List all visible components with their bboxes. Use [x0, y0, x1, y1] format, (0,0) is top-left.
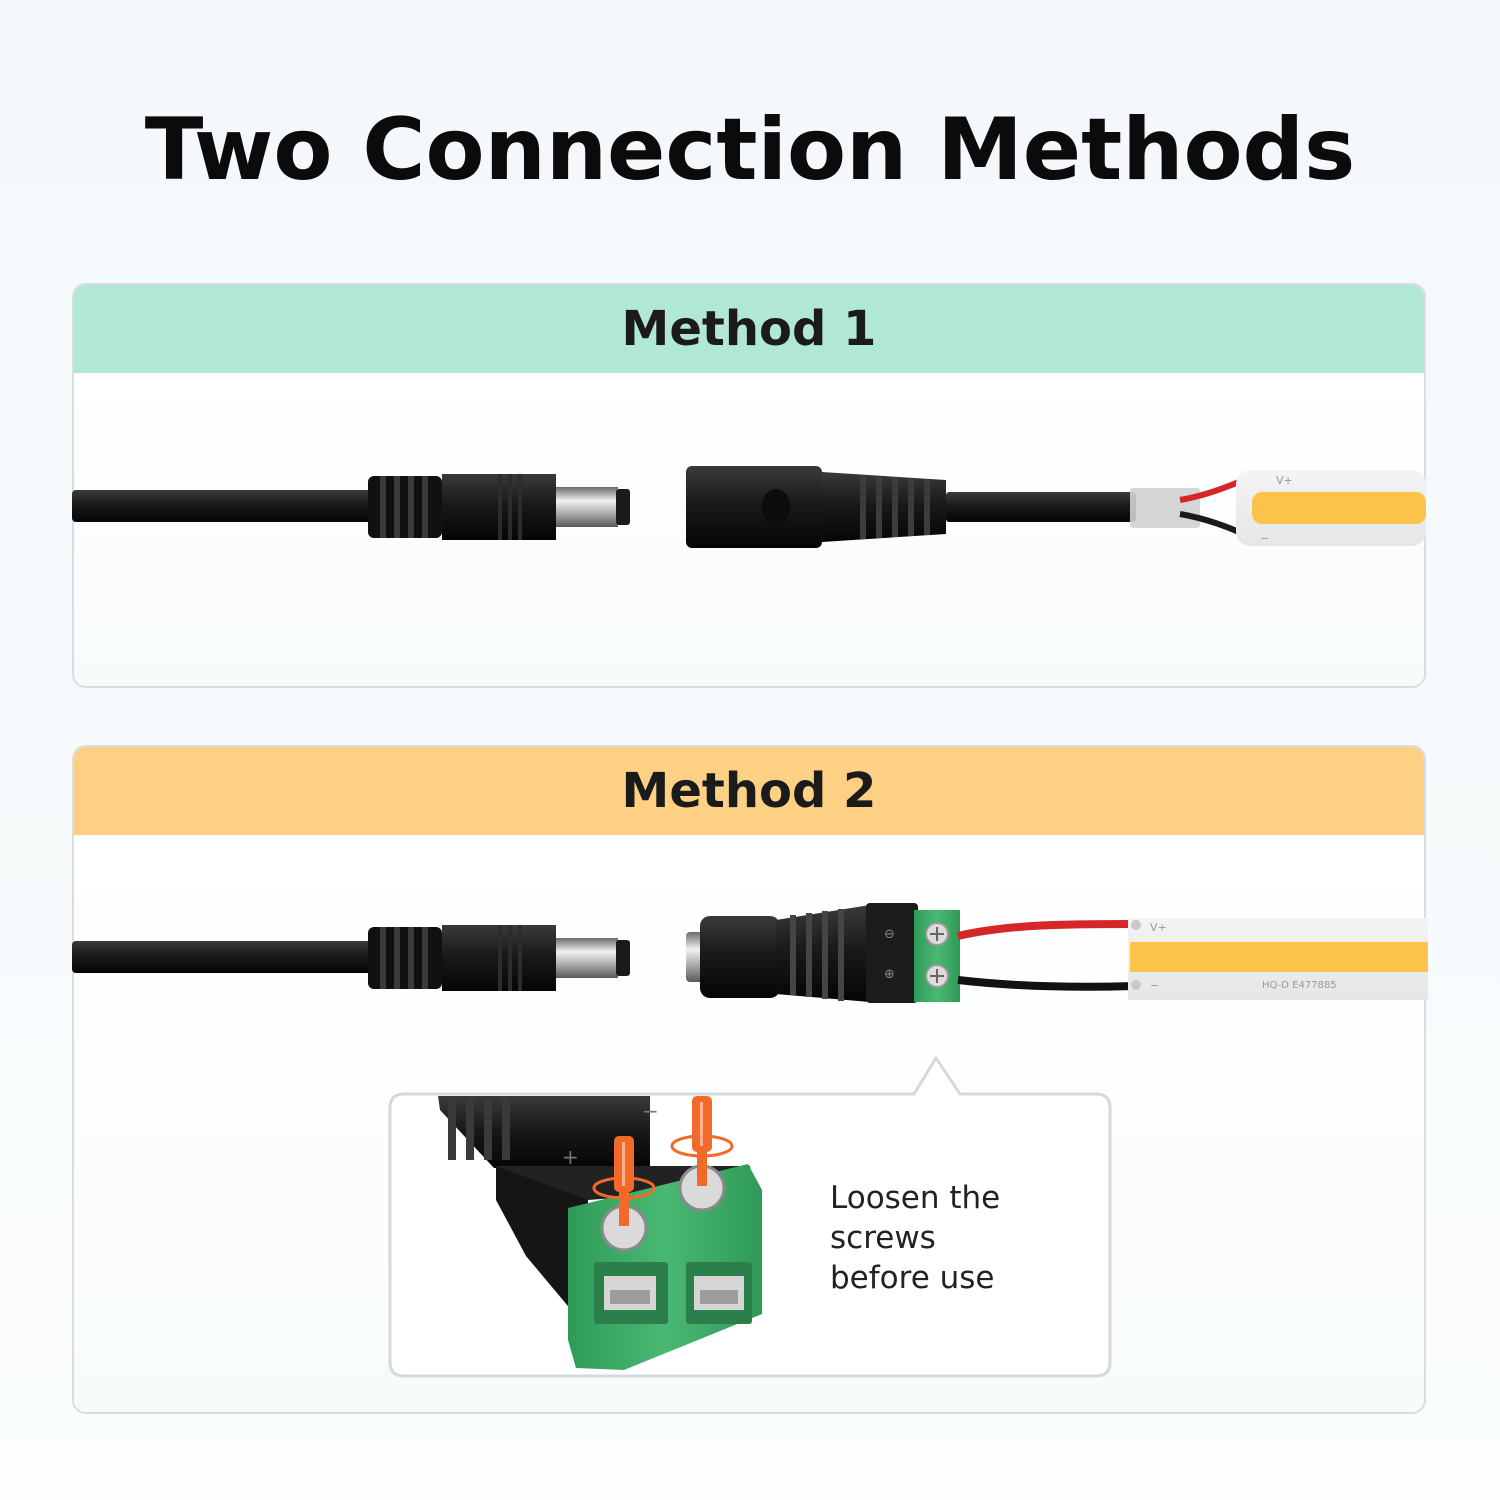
- method-1-strip-positive-label: V+: [1276, 474, 1293, 487]
- cob-led-strip-icon: V+ − HQ-D E477885: [1128, 918, 1428, 1000]
- method-1-diagram: V+ −: [72, 466, 1426, 548]
- terminal-positive-symbol: +: [562, 1145, 579, 1169]
- method-2-strip-negative-label: −: [1150, 979, 1159, 992]
- black-wire: [957, 976, 1135, 991]
- method-1-strip-negative-label: −: [1260, 532, 1269, 545]
- method-2-diagram: ⊖ ⊕ V+ − HQ-D E477885: [72, 903, 1428, 1378]
- dc-male-plug-icon: [72, 925, 630, 991]
- dc-male-plug-icon: [72, 474, 630, 540]
- callout-line-2: screws: [830, 1220, 936, 1256]
- callout-instruction: Loosen the screws before use: [830, 1178, 1070, 1298]
- terminal-block-adapter-icon: ⊖ ⊕: [686, 903, 960, 1003]
- method-1-header: Method 1: [74, 285, 1424, 373]
- screwdriver-icon: [670, 1096, 734, 1186]
- terminal-negative-symbol: −: [642, 1099, 659, 1123]
- callout-line-1: Loosen the: [830, 1180, 1001, 1216]
- svg-text:⊖: ⊖: [884, 927, 895, 942]
- svg-text:⊕: ⊕: [884, 967, 895, 982]
- page-title: Two Connection Methods: [144, 100, 1356, 200]
- red-wire: [957, 920, 1135, 940]
- method-2-header: Method 2: [74, 747, 1424, 835]
- dc-female-jack-icon: [686, 466, 1136, 548]
- callout-line-3: before use: [830, 1260, 995, 1296]
- cob-led-strip-icon: V+ −: [1130, 470, 1426, 546]
- method-2-strip-positive-label: V+: [1150, 921, 1167, 934]
- strip-marking-text: HQ-D E477885: [1262, 980, 1337, 991]
- screwdriver-icon: [592, 1136, 656, 1226]
